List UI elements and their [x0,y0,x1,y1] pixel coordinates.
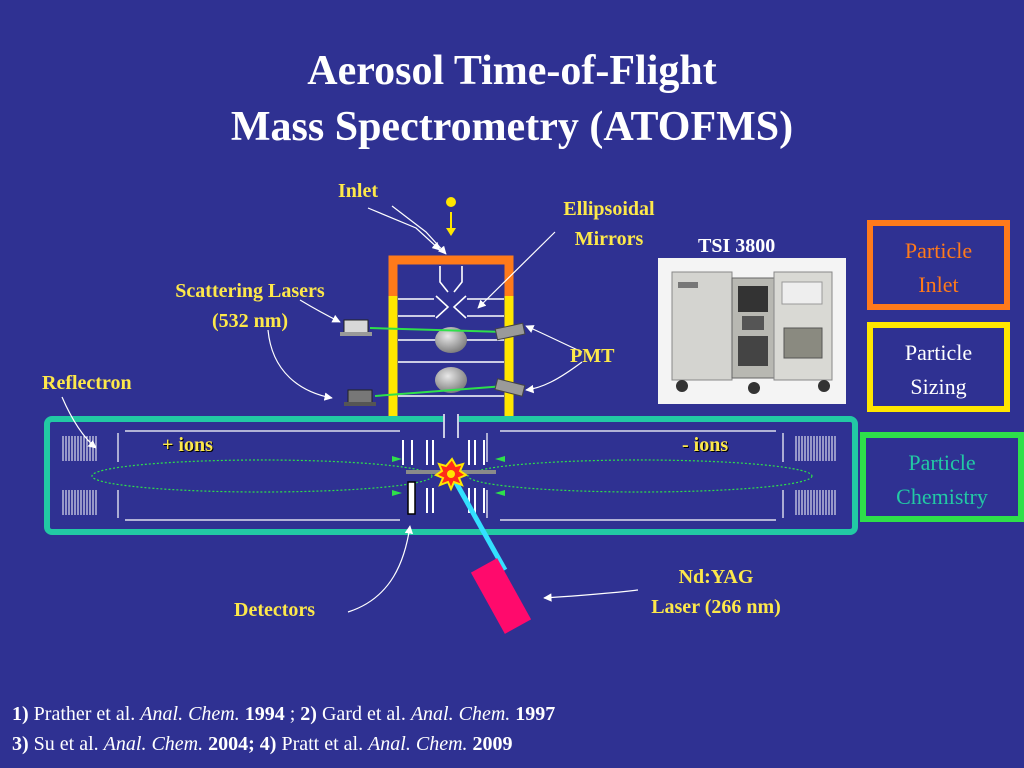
pmt-upper [494,322,526,341]
particle-sizing-box: Particle Sizing [867,322,1010,412]
ellipsoidal-mirror-lower [435,367,467,393]
negative-ions-label: - ions [682,434,729,456]
particle-inlet-box: Particle Inlet [867,220,1010,310]
particle-inlet-line-1: Particle [904,238,973,263]
particle-inlet-line-2: Inlet [918,272,959,297]
inlet-label: Inlet [338,180,378,202]
ellipsoidal-mirrors-line-2: Mirrors [574,228,644,250]
ellipsoidal-mirror-upper [435,327,467,353]
pmt-label: PMT [570,345,615,367]
tsi-3800-photo [658,258,846,404]
ion-paths [91,459,813,493]
detectors-label: Detectors [234,599,316,621]
reflectron-right [795,436,836,515]
title-line-2: Mass Spectrometry (ATOFMS) [230,104,794,150]
ellipsoidal-mirrors-line-1: Ellipsoidal [563,198,655,220]
positive-ions-label: + ions [162,434,213,456]
ndyag-beam [446,468,508,572]
title-line-1: Aerosol Time-of-Flight [307,48,717,94]
ndyag-laser-line-1: Nd:YAG [678,566,754,588]
particle-chemistry-line-2: Chemistry [896,484,988,509]
scattering-lasers-line-1: Scattering Lasers [175,280,325,302]
particle-chemistry-line-1: Particle [908,450,976,475]
ndyag-laser [470,558,532,634]
scattering-laser-lower [344,389,376,406]
particle-dot [446,197,456,207]
reference-line-1: 1) Prather et al. Anal. Chem. 1994 ; 2) … [12,703,556,725]
ellipsoidal-mirrors-label: Ellipsoidal Mirrors [545,194,673,254]
extraction-plates [402,440,485,513]
reference-line-2: 3) Su et al. Anal. Chem. 2004; 4) Pratt … [12,733,513,755]
pmt-lower [494,378,526,397]
reflectron-label: Reflectron [42,372,132,394]
scattering-laser-upper [340,319,372,336]
scattering-lasers-line-2: (532 nm) [211,310,289,332]
tsi-model-label: TSI 3800 [698,235,776,257]
reflectron-left [62,436,97,515]
particle-sizing-line-2: Sizing [910,374,967,399]
ndyag-laser-line-2: Laser (266 nm) [651,596,781,618]
particle-sizing-line-1: Particle [904,340,973,365]
detector-bar [407,481,416,515]
ndyag-laser-label: Nd:YAG Laser (266 nm) [628,562,804,622]
particle-chemistry-box: Particle Chemistry [860,432,1024,522]
scattering-lasers-label: Scattering Lasers (532 nm) [148,276,352,336]
